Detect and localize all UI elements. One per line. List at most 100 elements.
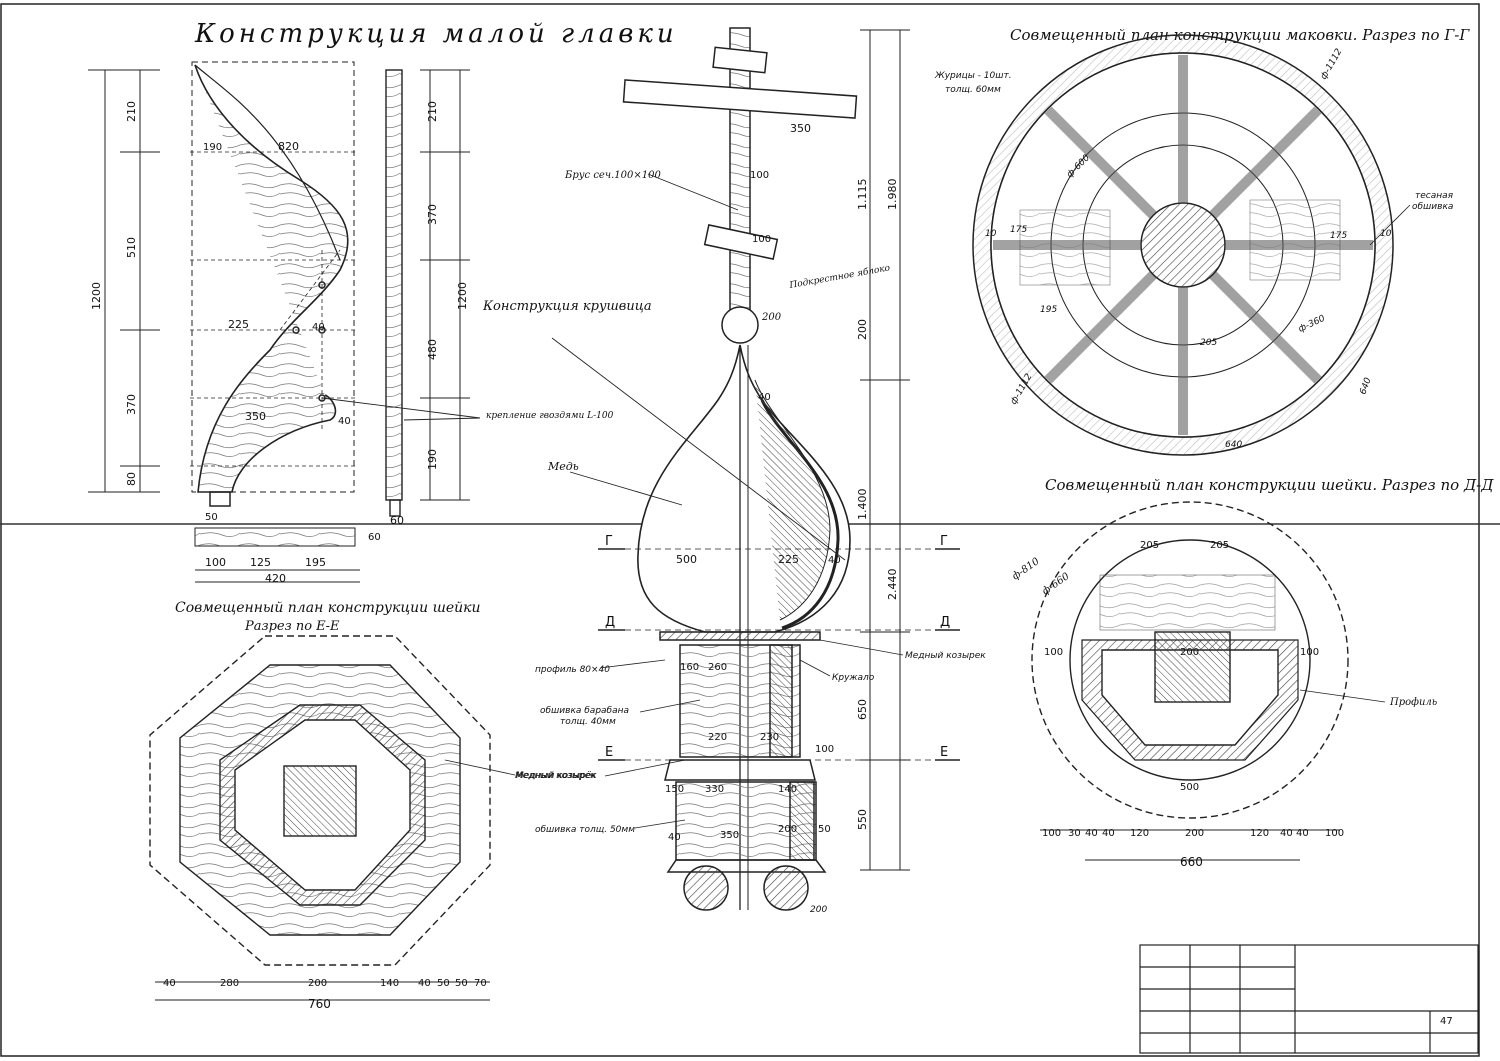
svg-text:210: 210 — [125, 101, 138, 122]
svg-text:220: 220 — [708, 732, 727, 743]
svg-text:ф-810: ф-810 — [1010, 556, 1042, 583]
svg-text:ф-1112: ф-1112 — [1319, 47, 1345, 82]
svg-text:40: 40 — [1102, 828, 1115, 839]
svg-text:100: 100 — [1044, 647, 1063, 658]
svg-text:100: 100 — [815, 744, 834, 755]
svg-text:205: 205 — [1210, 540, 1229, 551]
svg-text:40: 40 — [758, 392, 771, 403]
neck-plan-dd — [1031, 501, 1349, 819]
copper-leader — [569, 471, 683, 506]
rib-profile-dims: 820 190 225 350 40 40 — [203, 140, 351, 427]
beam-leader — [647, 173, 739, 211]
svg-text:30: 30 — [1068, 828, 1081, 839]
svg-text:150: 150 — [665, 784, 684, 795]
svg-text:40: 40 — [1296, 828, 1309, 839]
drum-dims: 160 260 220 230 100 150 330 140 200 350 … — [665, 662, 834, 843]
svg-text:120: 120 — [1130, 828, 1149, 839]
plan-bottom-left-title-1: Совмещенный план конструкции шейки — [175, 600, 481, 616]
fastening-note: крепление гвоздями L-100 — [321, 397, 614, 421]
svg-text:толщ. 60мм: толщ. 60мм — [945, 85, 1001, 95]
svg-text:40: 40 — [163, 978, 176, 989]
svg-text:толщ. 40мм: толщ. 40мм — [560, 717, 616, 727]
rib-side-dims: 210 370 480 190 1200 60 — [390, 101, 469, 527]
plan-bottom-left-title-2: Разрез по Е-Е — [244, 619, 340, 634]
svg-text:Е: Е — [605, 745, 613, 760]
svg-text:640: 640 — [1358, 376, 1373, 396]
copper-label: Медь — [547, 460, 579, 473]
cross-dim-100: 100 — [750, 170, 769, 181]
svg-text:550: 550 — [856, 809, 869, 830]
plan-mid-right-title: Совмещенный план конструкции шейки. Разр… — [1045, 476, 1494, 494]
svg-text:40: 40 — [1280, 828, 1293, 839]
svg-text:1.400: 1.400 — [856, 489, 869, 521]
svg-text:50: 50 — [205, 512, 218, 523]
svg-text:40: 40 — [312, 322, 325, 333]
svg-text:60: 60 — [390, 514, 404, 527]
svg-text:Е: Е — [940, 745, 948, 760]
title-block — [1139, 944, 1479, 1054]
svg-text:80: 80 — [125, 472, 138, 486]
svg-text:190: 190 — [426, 449, 439, 470]
svg-text:500: 500 — [1180, 782, 1199, 793]
svg-text:Г: Г — [605, 534, 613, 549]
svg-text:10: 10 — [985, 229, 997, 239]
svg-text:260: 260 — [708, 662, 727, 673]
svg-text:200: 200 — [810, 905, 827, 915]
svg-text:40: 40 — [1085, 828, 1098, 839]
svg-text:205: 205 — [1140, 540, 1159, 551]
svg-text:195: 195 — [1040, 305, 1057, 315]
svg-text:660: 660 — [1180, 855, 1203, 869]
svg-text:500: 500 — [676, 553, 697, 566]
svg-text:160: 160 — [680, 662, 699, 673]
svg-text:Медный козырек: Медный козырек — [515, 771, 596, 781]
drum — [659, 631, 827, 911]
svg-text:50: 50 — [818, 824, 831, 835]
svg-text:420: 420 — [265, 572, 286, 585]
svg-text:200: 200 — [1185, 828, 1204, 839]
svg-text:195: 195 — [305, 556, 326, 569]
svg-text:330: 330 — [705, 784, 724, 795]
neck-plan-ee — [149, 635, 491, 966]
svg-text:2.440: 2.440 — [886, 569, 899, 601]
dome-dims: 500 225 40 40 — [676, 392, 841, 566]
svg-text:280: 280 — [220, 978, 239, 989]
svg-text:820: 820 — [278, 140, 299, 153]
svg-text:230: 230 — [760, 732, 779, 743]
svg-text:350: 350 — [720, 830, 739, 841]
svg-text:60: 60 — [368, 532, 381, 543]
svg-text:1200: 1200 — [90, 282, 103, 310]
svg-text:760: 760 — [308, 997, 331, 1011]
svg-text:Г: Г — [940, 534, 948, 549]
svg-text:Д: Д — [605, 615, 615, 630]
svg-text:100: 100 — [1325, 828, 1344, 839]
plan-top-right-title: Совмещенный план конструкции маковки. Ра… — [1010, 26, 1470, 44]
svg-text:обшивка: обшивка — [1412, 202, 1453, 212]
svg-text:120: 120 — [1250, 828, 1269, 839]
elevation-dim-text: 1.115 1.980 200 1.400 2.440 650 550 — [856, 179, 899, 831]
svg-text:125: 125 — [250, 556, 271, 569]
neck-plan-ee-labels: Медный козырёк — [444, 759, 597, 781]
svg-text:1200: 1200 — [456, 282, 469, 310]
svg-text:тесаная: тесаная — [1415, 191, 1454, 201]
neck-plan-dd-dim-text: 100 30 40 40 120 200 120 40 40 100 660 — [1042, 828, 1344, 869]
svg-text:50: 50 — [455, 978, 468, 989]
svg-text:225: 225 — [228, 318, 249, 331]
rib-bottom-dims — [194, 527, 360, 583]
apple-dim: 200 — [761, 312, 782, 323]
neck-plan-ee-dim-text: 40 280 200 140 40 50 50 70 760 — [163, 978, 487, 1011]
svg-text:205: 205 — [1200, 338, 1217, 348]
svg-text:370: 370 — [125, 394, 138, 415]
svg-text:40: 40 — [418, 978, 431, 989]
svg-text:100: 100 — [205, 556, 226, 569]
svg-text:Медный козырек: Медный козырек — [905, 651, 986, 661]
main-title: Конструкция малой главки — [194, 19, 678, 49]
svg-text:обшивка барабана: обшивка барабана — [540, 706, 629, 716]
svg-text:200: 200 — [856, 319, 869, 340]
svg-text:200: 200 — [308, 978, 327, 989]
svg-text:210: 210 — [426, 101, 439, 122]
svg-text:175: 175 — [1330, 231, 1347, 241]
left-dimension-text: 1200 210 510 370 80 — [90, 101, 138, 486]
svg-text:650: 650 — [856, 699, 869, 720]
sheet-number: 47 — [1440, 1016, 1453, 1027]
svg-text:100: 100 — [1042, 828, 1061, 839]
